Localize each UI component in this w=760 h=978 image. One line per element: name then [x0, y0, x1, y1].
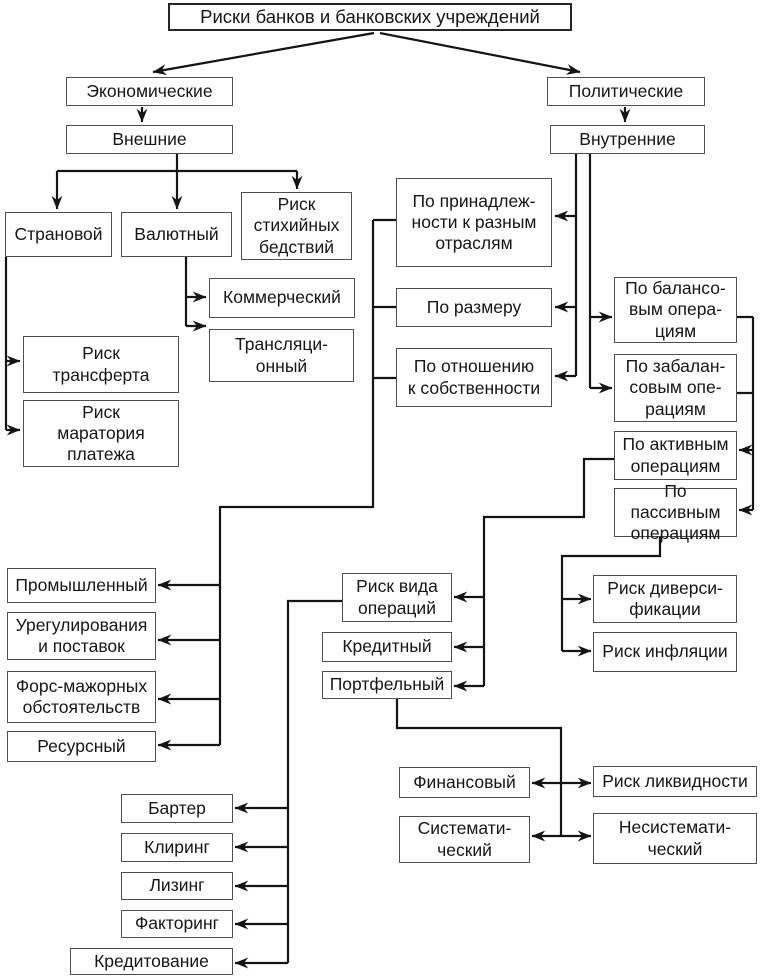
edge-middle-collector	[218, 218, 396, 745]
node-active-ops: По активным операциям	[614, 431, 737, 480]
node-industry-affiliation: По принадлеж- ности к разным отраслям	[396, 178, 552, 267]
node-country-risk: Страновой	[5, 212, 112, 257]
node-currency-risk: Валютный	[121, 212, 232, 257]
node-leasing: Лизинг	[121, 872, 233, 900]
node-systematic-risk: Системати- ческий	[399, 816, 530, 863]
node-economic: Экономические	[66, 77, 233, 106]
node-resource-risk: Ресурсный	[7, 731, 156, 762]
node-inflation-risk: Риск инфляции	[593, 632, 737, 672]
node-balance-sheet-ops: По балансо- вым опера- циям	[614, 277, 737, 343]
edge-balance-collector	[737, 315, 755, 510]
node-internal: Внутренние	[550, 125, 705, 154]
node-nonsystematic-risk: Несистемати- ческий	[593, 813, 757, 864]
node-operation-type-risk: Риск вида операций	[342, 573, 452, 622]
node-crediting: Кредитование	[70, 948, 233, 975]
node-clearing: Клиринг	[121, 833, 233, 862]
node-liquidity-risk: Риск ликвидности	[593, 766, 757, 797]
node-financial-risk: Финансовый	[399, 767, 530, 798]
node-factoring: Факторинг	[121, 910, 233, 938]
node-transfer-risk: Риск трансферта	[23, 336, 179, 393]
node-industrial-risk: Промышленный	[7, 568, 156, 603]
node-force-majeure-risk: Форс-мажорных обстоятельств	[7, 671, 156, 723]
node-by-size: По размеру	[396, 288, 552, 327]
node-portfolio-risk: Портфельный	[322, 671, 452, 699]
node-settlement-delivery-risk: Урегулирования и поставок	[7, 612, 156, 660]
node-off-balance-ops: По забалан- совым опе- рациям	[614, 354, 737, 422]
node-by-ownership: По отношению к собственности	[396, 348, 552, 407]
edge-root-political	[379, 31, 581, 75]
edge-external-branch	[57, 154, 297, 173]
node-diversification-risk: Риск диверси- фикации	[593, 575, 737, 623]
node-barter: Бартер	[121, 794, 233, 823]
node-external: Внешние	[66, 125, 233, 154]
node-payment-moratorium-risk: Риск маратория платежа	[23, 400, 179, 467]
node-natural-disaster-risk: Риск стихийных бедствий	[241, 192, 352, 260]
node-translation-risk: Трансляци- онный	[209, 329, 354, 382]
node-passive-ops: По пассивным операциям	[614, 481, 737, 543]
node-credit-risk: Кредитный	[322, 632, 452, 662]
edge-active-stem	[482, 457, 614, 686]
node-bank-risks-root: Риски банков и банковских учреждений	[168, 3, 572, 31]
edge-operation-type-stem	[286, 599, 342, 963]
node-commercial-risk: Коммерческий	[209, 278, 355, 318]
edge-root-economic	[152, 31, 375, 76]
node-political: Политические	[547, 77, 705, 106]
edge-passive-stem	[560, 537, 662, 651]
